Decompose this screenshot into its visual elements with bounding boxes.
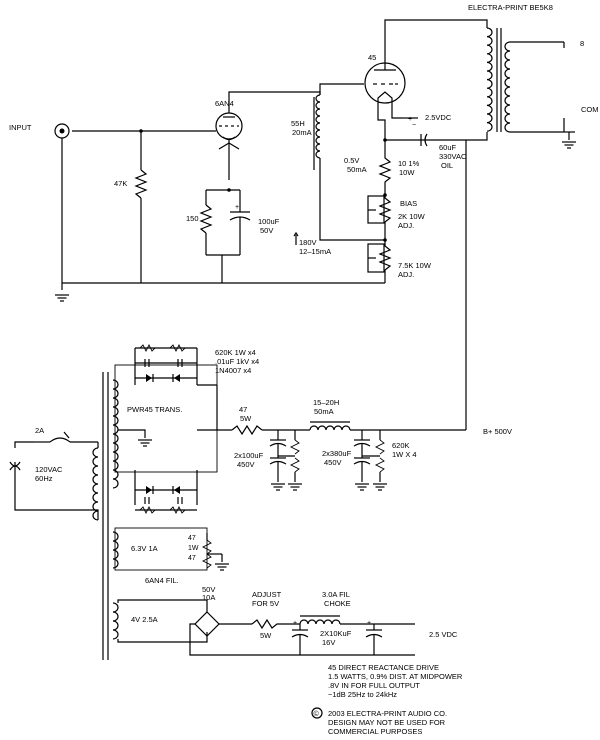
mains-input [9, 431, 99, 520]
copyright: © 2003 ELECTRA-PRINT AUDIO CO. DESIGN MA… [311, 707, 447, 736]
note-line-1: 45 DIRECT REACTANCE DRIVE [328, 663, 439, 672]
svg-text:+: + [235, 204, 239, 211]
input-jack[interactable] [54, 123, 70, 302]
label-bridge-r: 620K 1W x4 [215, 348, 256, 357]
label-150: 150 [186, 214, 199, 223]
label-choke-50ma: 50mA [314, 407, 334, 416]
label-50v-bridge: 50V [202, 585, 215, 594]
svg-text:−: − [412, 122, 416, 129]
label-180v: 180V [299, 238, 317, 247]
label-12-15ma: 12–15mA [299, 247, 331, 256]
label-2k-adj: ADJ. [398, 221, 414, 230]
label-120vac: 120VAC [35, 465, 63, 474]
label-2x380uf-v: 450V [324, 458, 342, 467]
label-4v: 4V 2.5A [131, 615, 158, 624]
fil-choke-and-caps: + + [291, 615, 415, 656]
label-2x10kuf: 2X10KuF [320, 629, 352, 638]
label-50v: 50V [260, 226, 273, 235]
tube-45: + − [319, 35, 418, 153]
label-2x380uf: 2x380uF [322, 449, 352, 458]
copyright-line-2: DESIGN MAY NOT BE USED FOR [328, 718, 446, 727]
label-fil-choke: 3.0A FIL [322, 590, 350, 599]
label-bridge-d: 1N4007 x4 [215, 366, 251, 375]
label-7-5k: 7.5K 10W [398, 261, 432, 270]
resistor-47k [134, 129, 148, 283]
label-6an4-fil: 6AN4 FIL. [145, 576, 179, 585]
note-line-2: 1.5 WATTS, 0.9% DIST. AT MIDPOWER [328, 672, 463, 681]
choke-15-20h [309, 421, 466, 431]
label-2x100uf-v: 450V [237, 460, 255, 469]
label-15-20h: 15–20H [313, 398, 339, 407]
label-2-5vdc: 2.5VDC [425, 113, 452, 122]
label-10-ohm: 10 1% [398, 159, 420, 168]
note-line-3: .8V IN FOR FULL OUTPUT [328, 681, 420, 690]
label-fil-47a: 47 [188, 535, 196, 542]
label-bias: BIAS [400, 199, 417, 208]
label-7-5k-adj: ADJ. [398, 270, 414, 279]
label-pwr-trans: PWR45 TRANS. [127, 405, 182, 414]
label-fil-choke2: CHOKE [324, 599, 351, 608]
svg-text:+: + [408, 116, 412, 123]
label-2k: 2K 10W [398, 212, 426, 221]
label-for-5v: FOR 5V [252, 599, 279, 608]
hv-bridge [134, 343, 232, 515]
resistor-47-5w [231, 424, 310, 436]
label-5w: 5W [240, 414, 252, 423]
label-tube-45: 45 [368, 53, 376, 62]
fil-resistors [201, 533, 230, 571]
label-adjust-5w: 5W [260, 631, 272, 640]
caps-2x100uf [269, 430, 303, 491]
label-adjust: ADJUST [252, 590, 282, 599]
copyright-line-1: 2003 ELECTRA-PRINT AUDIO CO. [328, 709, 447, 718]
note-line-4: −1dB 25Hz to 24kHz [328, 690, 397, 699]
cathode-network: + [199, 188, 251, 283]
label-10w: 10W [399, 168, 415, 177]
label-input: INPUT [9, 123, 32, 132]
label-oil: OIL [441, 161, 453, 170]
label-2-5vdc-out: 2.5 VDC [429, 630, 458, 639]
label-47k: 47K [114, 179, 127, 188]
bias-chain [293, 133, 466, 283]
label-0-5v: 0.5V [344, 156, 359, 165]
label-55h: 55H [291, 119, 305, 128]
label-bridge-c: .01uF 1kV x4 [215, 357, 259, 366]
svg-text:+: + [367, 620, 371, 627]
label-620k-x4: 1W X 4 [392, 450, 417, 459]
label-bplus: B+ 500V [483, 427, 512, 436]
label-output-8: 8 [580, 39, 584, 48]
tube-6an4 [72, 91, 321, 180]
label-output-com: COM [581, 105, 599, 114]
label-fuse: 2A [35, 426, 44, 435]
label-16v: 16V [322, 638, 335, 647]
label-fil-47b: 47 [188, 555, 196, 562]
label-tube-6an4: 6AN4 [215, 99, 234, 108]
svg-text:+: + [293, 620, 297, 627]
label-330vac: 330VAC [439, 152, 467, 161]
label-fil-1w: 1W [188, 545, 199, 552]
label-6-3v: 6.3V 1A [131, 544, 158, 553]
label-20ma: 20mA [292, 128, 312, 137]
label-620k: 620K [392, 441, 410, 450]
label-47: 47 [239, 405, 247, 414]
lv-bridge [189, 611, 300, 656]
caps-2x380uf [353, 430, 388, 491]
power-transformer [92, 364, 218, 660]
label-2x100uf: 2x100uF [234, 451, 264, 460]
label-transformer-model: ELECTRA-PRINT BE5K8 [468, 3, 553, 12]
label-10a: 10A [202, 593, 215, 602]
label-60hz: 60Hz [35, 474, 53, 483]
choke-55h [313, 94, 385, 241]
design-notes: 45 DIRECT REACTANCE DRIVE 1.5 WATTS, 0.9… [328, 663, 463, 699]
label-50ma: 50mA [347, 165, 367, 174]
output-transformer [384, 19, 577, 430]
label-60uf: 60uF [439, 143, 457, 152]
copyright-symbol: © [314, 710, 320, 718]
label-100uf: 100uF [258, 217, 280, 226]
copyright-line-3: COMMERCIAL PURPOSES [328, 727, 422, 736]
